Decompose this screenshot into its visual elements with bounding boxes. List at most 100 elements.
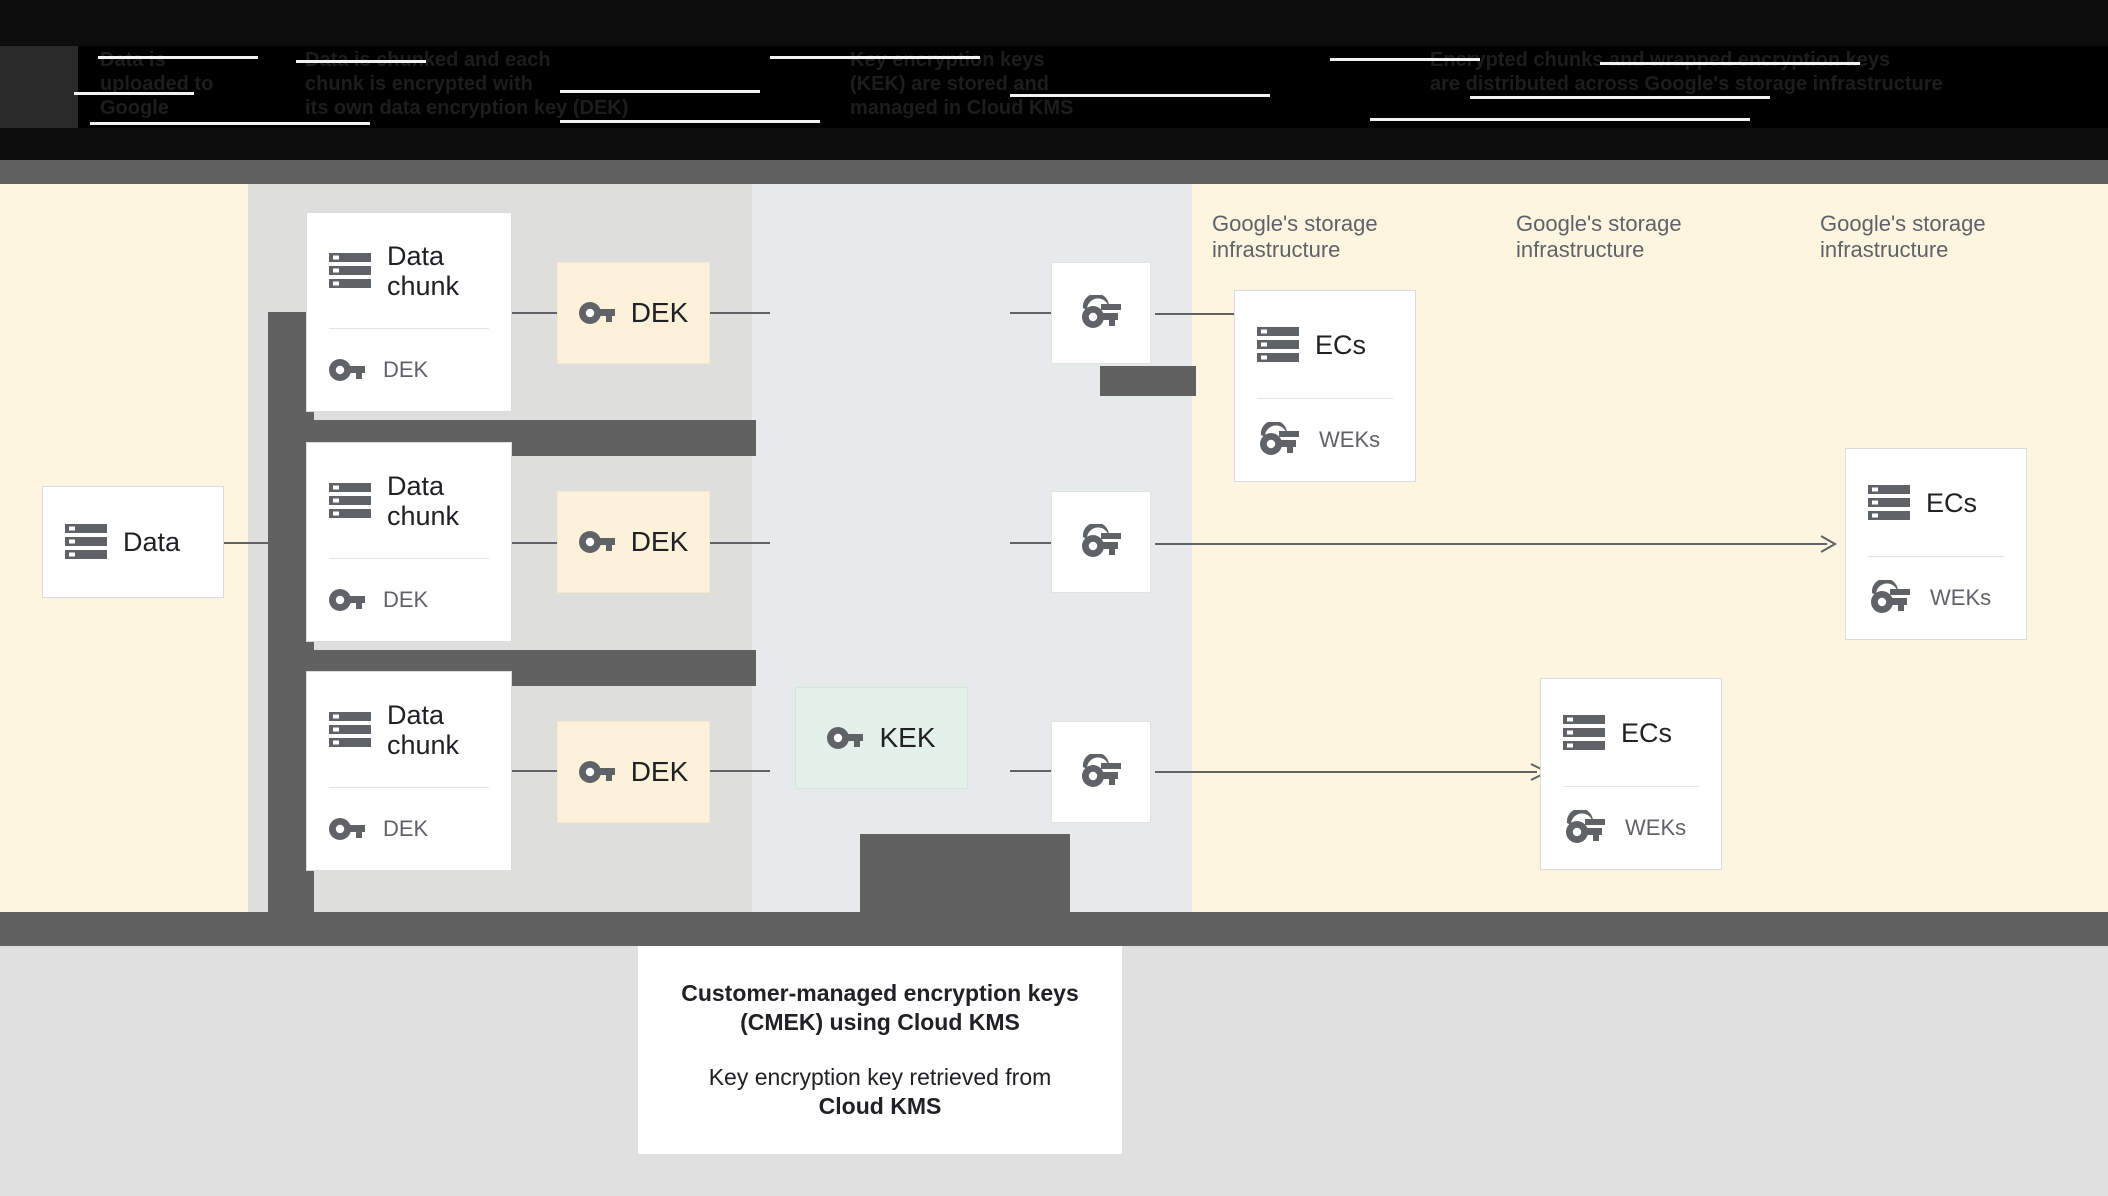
dek1-label: DEK [630, 297, 689, 328]
header-streak-1 [98, 56, 258, 59]
header-text-chunking: Data is chunked and each chunk is encryp… [305, 49, 629, 119]
ec1-label: ECs [1315, 329, 1367, 360]
storage-icon [329, 711, 371, 747]
caption-body-strong: Cloud KMS [818, 1093, 942, 1119]
wire-dek3-out [710, 770, 770, 772]
storage-label-2: Google's storage infrastructure [1516, 211, 1682, 262]
storage-icon [329, 252, 371, 288]
header-streak-3 [770, 56, 980, 59]
storage-icon [65, 524, 107, 559]
card-data-chunk-3[interactable]: Data chunk DEK [306, 671, 512, 871]
ec1-bottom-row: WEKs [1235, 399, 1415, 481]
key-icon [578, 302, 615, 324]
header-streak-9 [1470, 96, 1770, 99]
caption-card: Customer-managed encryption keys (CMEK) … [638, 946, 1122, 1154]
header-column-distribution: Encrypted chunks and wrapped encryption … [1400, 48, 2100, 133]
storage-label-3: Google's storage infrastructure [1820, 211, 1986, 262]
header-streak-12 [1370, 118, 1750, 121]
header-separator-bar [0, 160, 2108, 184]
key-icon [578, 761, 615, 783]
chunk1-divider [329, 328, 489, 329]
storage-icon [1868, 484, 1910, 520]
arrow-wek3-to-ec3 [1155, 763, 1550, 781]
chunk2-sublabel: DEK [383, 587, 429, 612]
chunk3-label: Data chunk [387, 699, 460, 760]
header-occluder-bottom [0, 128, 2108, 160]
ec1-divider [1257, 398, 1393, 399]
wrapped-key-icon [1082, 524, 1121, 557]
header-text-upload: Data is uploaded to Google [100, 49, 214, 119]
header-streak-4 [1330, 58, 1480, 61]
chunk1-label: Data chunk [387, 240, 460, 301]
box-wrapped-key-1[interactable] [1051, 262, 1151, 364]
key-icon [329, 818, 365, 840]
storage-label-1: Google's storage infrastructure [1212, 211, 1378, 262]
ec2-bottom-row: WEKs [1846, 557, 2026, 639]
ec3-bottom-row: WEKs [1541, 787, 1721, 869]
wire-dek2-out [710, 542, 770, 544]
storage-icon [1257, 326, 1299, 362]
box-dek-3[interactable]: DEK [557, 721, 710, 823]
wire-chunk1-to-dek1 [502, 312, 572, 314]
box-dek-2[interactable]: DEK [557, 491, 710, 593]
chunk3-bottom-row: DEK [307, 788, 511, 870]
card-ec-2[interactable]: ECs WEKs [1845, 448, 2027, 640]
box-wrapped-key-3[interactable] [1051, 721, 1151, 823]
header-column-kms: Key encryption keys (KEK) are stored and… [840, 48, 1400, 133]
chunk1-bottom-row: DEK [307, 329, 511, 411]
card-data[interactable]: Data [42, 486, 224, 598]
kek-label: KEK [879, 722, 936, 753]
box-wrapped-key-2[interactable] [1051, 491, 1151, 593]
card-ec-1[interactable]: ECs WEKs [1234, 290, 1416, 482]
header-column-upload: Data is uploaded to Google [0, 48, 300, 133]
card-ec-3[interactable]: ECs WEKs [1540, 678, 1722, 870]
box-dek-1[interactable]: DEK [557, 262, 710, 364]
header-streak-10 [90, 122, 370, 125]
storage-icon [1563, 714, 1605, 750]
key-icon [329, 589, 365, 611]
chunk2-top-row: Data chunk [307, 443, 511, 558]
chunk1-top-row: Data chunk [307, 213, 511, 328]
card-data-label: Data [123, 527, 181, 557]
header-streak-8 [1010, 94, 1270, 97]
wrapped-key-icon [1082, 754, 1121, 787]
wrapped-key-icon [1260, 422, 1299, 455]
chunk1-sublabel: DEK [383, 357, 429, 382]
header-streak-7 [560, 90, 760, 93]
card-data-row: Data [43, 487, 223, 597]
chunk3-top-row: Data chunk [307, 672, 511, 787]
wire-chunk3-to-dek3 [502, 770, 572, 772]
chunk2-bottom-row: DEK [307, 559, 511, 641]
ec3-divider [1563, 786, 1699, 787]
key-icon [827, 727, 864, 749]
ec1-top-row: ECs [1235, 291, 1415, 398]
ec2-label: ECs [1926, 487, 1978, 518]
header-streak-6 [74, 92, 194, 95]
key-icon [329, 359, 365, 381]
storage-icon [329, 482, 371, 518]
header-columns: Data is uploaded to Google Data is chunk… [0, 48, 2108, 133]
wire-chunk2-to-dek2 [502, 542, 572, 544]
card-data-chunk-2[interactable]: Data chunk DEK [306, 442, 512, 642]
wrapped-key-icon [1871, 580, 1910, 613]
arrow-wek2-to-ec2 [1155, 535, 1838, 553]
ec3-sublabel: WEKs [1625, 815, 1687, 840]
box-kek[interactable]: KEK [795, 687, 968, 789]
card-data-chunk-1[interactable]: Data chunk DEK [306, 212, 512, 412]
chunk3-divider [329, 787, 489, 788]
header-streak-5 [1600, 62, 1860, 65]
wire-dek1-out [710, 312, 770, 314]
header-text-kms: Key encryption keys (KEK) are stored and… [850, 49, 1074, 119]
key-icon [578, 531, 615, 553]
header-occluder-left [0, 46, 78, 128]
wrapped-key-icon [1566, 810, 1605, 843]
chunk2-divider [329, 558, 489, 559]
diagram-canvas: Google's storage infrastructure Google's… [0, 184, 2108, 912]
ec1-sublabel: WEKs [1319, 427, 1381, 452]
dek3-label: DEK [630, 756, 689, 787]
caption-body: Key encryption key retrieved from Cloud … [709, 1063, 1052, 1121]
wire-to-wek1 [1010, 312, 1055, 314]
footer-separator-bar [0, 912, 2108, 946]
occluder-wek1 [1100, 366, 1196, 396]
